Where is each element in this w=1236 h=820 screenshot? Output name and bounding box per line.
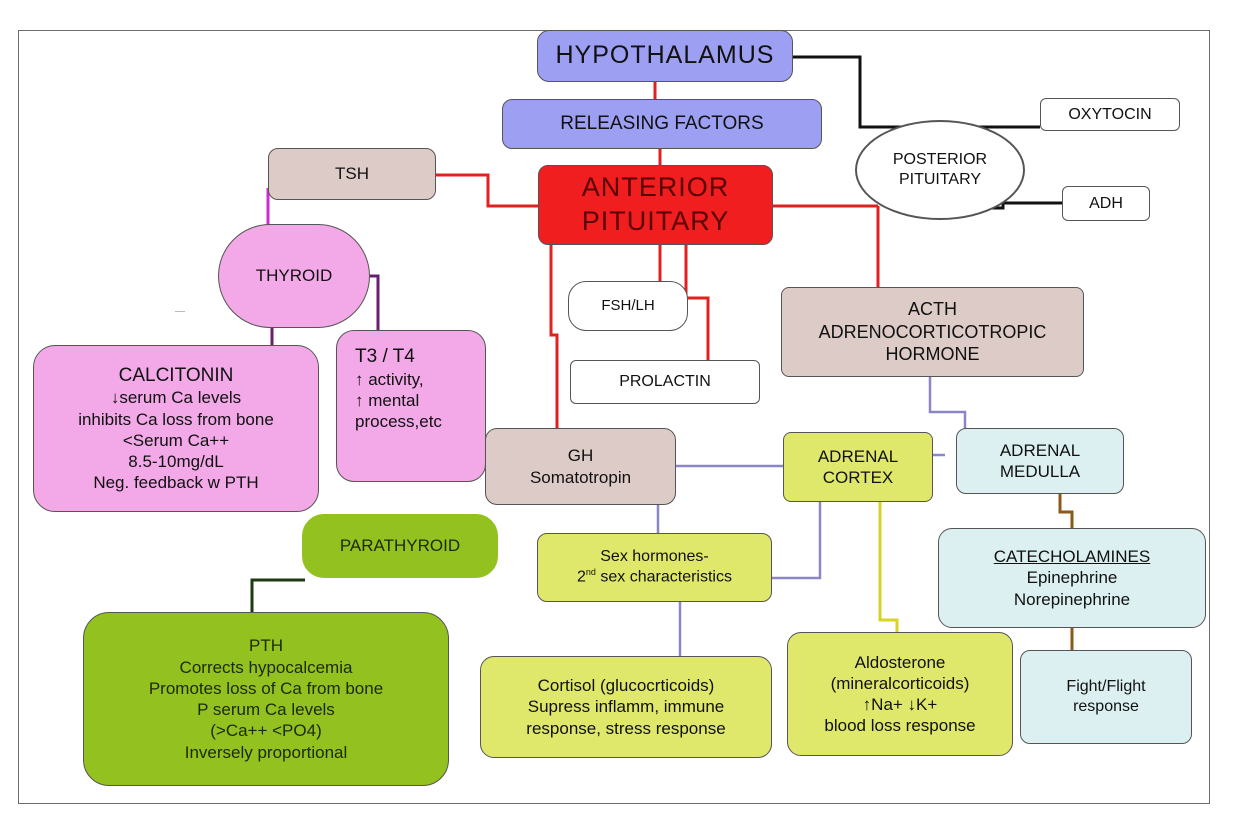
link-anterior-tsh (436, 173, 538, 208)
link-anterior-prolactin-b (686, 296, 710, 360)
adrenal-cortex-node: ADRENAL CORTEX (783, 432, 933, 502)
link-anterior-gh (549, 245, 559, 428)
stray-mark (175, 311, 185, 312)
link-thyroid-t3t4 (368, 274, 380, 330)
prolactin-node: PROLACTIN (570, 360, 760, 404)
hypothalamus-node: HYPOTHALAMUS (537, 30, 793, 82)
acth-node: ACTH ADRENOCORTICOTROPIC HORMONE (781, 287, 1084, 377)
thyroid-node: THYROID (218, 224, 370, 328)
aldosterone-node: Aldosterone (mineralcorticoids) ↑Na+ ↓K+… (787, 632, 1013, 756)
oxytocin-node: OXYTOCIN (1040, 98, 1180, 131)
link-medulla-catecholamines (1058, 494, 1074, 530)
gh-node: GH Somatotropin (485, 428, 676, 505)
calcitonin-node: CALCITONIN ↓serum Ca levels inhibits Ca … (33, 345, 319, 512)
link-acth-medulla (928, 376, 967, 430)
releasing-factors-node: RELEASING FACTORS (502, 99, 822, 149)
t3t4-node: T3 / T4 ↑ activity, ↑ mental process,etc (336, 330, 486, 482)
cortisol-node: Cortisol (glucocrticoids) Supress inflam… (480, 656, 772, 758)
link-hypothalamus-posterior (793, 55, 1040, 129)
catecholamines-node: CATECHOLAMINES Epinephrine Norepinephrin… (938, 528, 1206, 628)
anterior-pituitary-node: ANTERIOR PITUITARY (538, 165, 773, 245)
fshlh-node: FSH/LH (568, 281, 688, 331)
adh-node: ADH (1062, 186, 1150, 221)
link-cortex-sexhormones (772, 502, 822, 580)
parathyroid-node: PARATHYROID (302, 514, 498, 578)
posterior-pituitary-node: POSTERIOR PITUITARY (855, 120, 1025, 220)
pth-node: PTH Corrects hypocalcemia Promotes loss … (83, 612, 449, 786)
tsh-node: TSH (268, 148, 436, 200)
adrenal-medulla-node: ADRENAL MEDULLA (956, 428, 1124, 494)
fight-flight-node: Fight/Flight response (1020, 650, 1192, 744)
sex-hormones-node: Sex hormones- 2nd sex characteristics (537, 533, 772, 602)
link-parathyroid-pth (250, 578, 305, 612)
link-cortex-aldosterone (878, 502, 899, 634)
